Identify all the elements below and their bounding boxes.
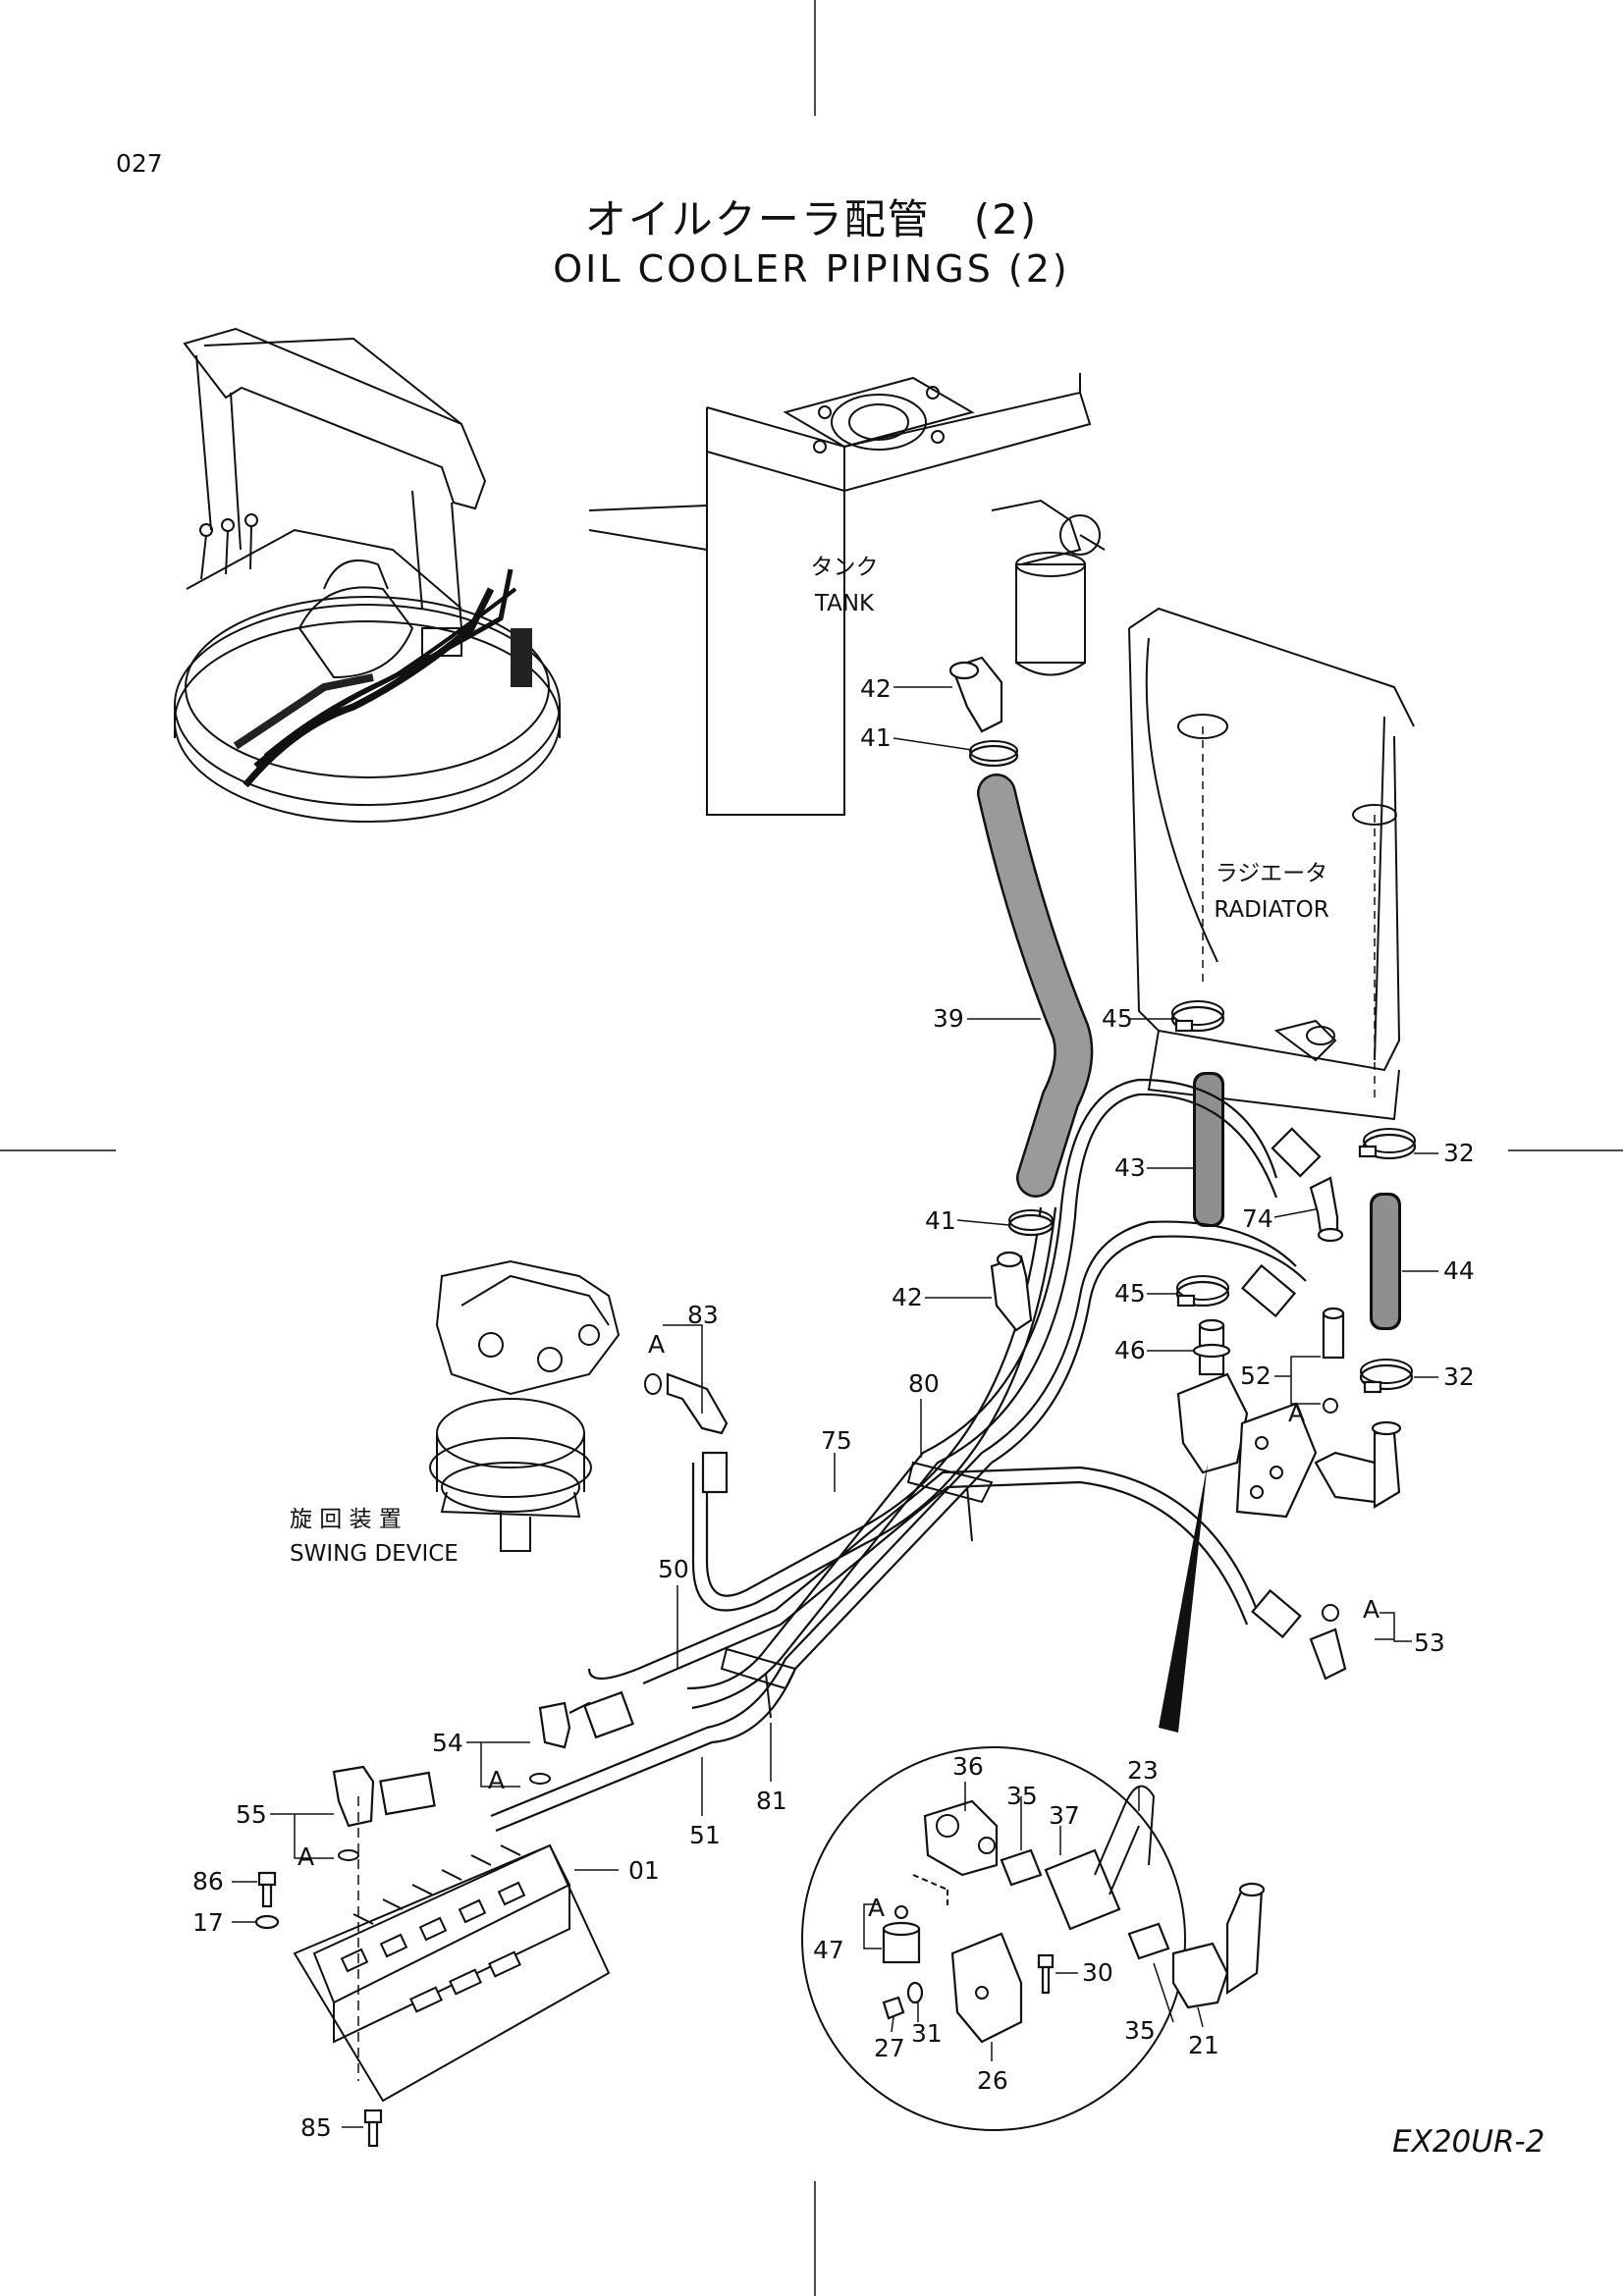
control-valve bbox=[293, 1796, 611, 2103]
radiator-label-jp: ラジエータ bbox=[1216, 861, 1328, 886]
section-marks: A A A A A A bbox=[298, 1330, 1380, 1922]
hose-43 bbox=[1193, 1072, 1224, 1227]
detail-callout-47: 47 bbox=[813, 1936, 844, 1964]
callout-52: 52 bbox=[1240, 1362, 1271, 1390]
swing-device bbox=[429, 1259, 621, 1552]
callout-54: 54 bbox=[432, 1729, 463, 1757]
callout-45-lower: 45 bbox=[1114, 1279, 1146, 1308]
callout-53: 53 bbox=[1414, 1629, 1445, 1657]
hose-39 bbox=[977, 774, 1094, 1198]
title-english: OIL COOLER PIPINGS (2) bbox=[553, 247, 1070, 291]
callout-50: 50 bbox=[658, 1555, 689, 1583]
detail-callout-21: 21 bbox=[1188, 2031, 1219, 2059]
callout-39: 39 bbox=[933, 1004, 964, 1033]
detail-callout-30: 30 bbox=[1082, 1958, 1113, 1987]
detail-callout-23: 23 bbox=[1127, 1756, 1159, 1785]
clamp-80 bbox=[906, 1461, 994, 1542]
tank-label-jp: タンク bbox=[811, 555, 879, 580]
detail-callout-27: 27 bbox=[874, 2034, 905, 2062]
callout-42-lower: 42 bbox=[892, 1283, 923, 1311]
detail-view bbox=[801, 1463, 1266, 2131]
callout-45: 45 bbox=[1102, 1004, 1133, 1033]
section-mark-a: A bbox=[1288, 1399, 1305, 1427]
section-mark-a: A bbox=[648, 1330, 665, 1359]
callout-83: 83 bbox=[687, 1301, 719, 1329]
detail-callout-35: 35 bbox=[1006, 1782, 1038, 1810]
callout-42: 42 bbox=[860, 674, 892, 703]
hydraulic-tank bbox=[588, 373, 1106, 816]
callout-32-lower: 32 bbox=[1443, 1362, 1475, 1391]
title-japanese: オイルクーラ配管 (2) bbox=[584, 195, 1039, 243]
machine-overview bbox=[174, 327, 561, 823]
section-mark-a: A bbox=[1363, 1595, 1380, 1624]
model-code: EX20UR-2 bbox=[1392, 2124, 1545, 2160]
radiator bbox=[1128, 607, 1415, 1121]
detail-callout-31: 31 bbox=[911, 2019, 943, 2048]
clamp-81 bbox=[720, 1647, 797, 1719]
callout-86: 86 bbox=[192, 1867, 224, 1896]
detail-callout-36: 36 bbox=[952, 1752, 984, 1781]
callout-32: 32 bbox=[1443, 1139, 1475, 1167]
callout-01: 01 bbox=[628, 1856, 660, 1885]
detail-callout-35-lower: 35 bbox=[1124, 2016, 1156, 2045]
section-mark-a: A bbox=[488, 1766, 505, 1794]
callouts: 42 41 39 45 43 32 74 44 41 42 45 46 52 3… bbox=[192, 674, 1475, 2142]
swing-label-en: SWING DEVICE bbox=[290, 1541, 459, 1567]
section-mark-a: A bbox=[298, 1842, 314, 1871]
callout-51: 51 bbox=[689, 1821, 721, 1849]
callout-85: 85 bbox=[300, 2113, 332, 2142]
callout-44: 44 bbox=[1443, 1256, 1475, 1285]
callout-75: 75 bbox=[821, 1426, 852, 1455]
callout-74: 74 bbox=[1242, 1204, 1273, 1233]
callout-46: 46 bbox=[1114, 1336, 1146, 1364]
hose-44 bbox=[1370, 1193, 1401, 1330]
callout-17: 17 bbox=[192, 1908, 224, 1937]
leader-lines bbox=[232, 686, 1438, 2128]
callout-81: 81 bbox=[756, 1787, 787, 1815]
callout-80: 80 bbox=[908, 1369, 940, 1398]
detail-callout-26: 26 bbox=[977, 2066, 1008, 2095]
callout-41-lower: 41 bbox=[925, 1206, 956, 1235]
callout-43: 43 bbox=[1114, 1153, 1146, 1182]
callout-41: 41 bbox=[860, 723, 892, 752]
tank-label-en: TANK bbox=[814, 591, 875, 616]
callout-55: 55 bbox=[236, 1800, 267, 1829]
swing-label-jp: 旋 回 装 置 bbox=[290, 1507, 402, 1532]
page-number: 027 bbox=[116, 149, 163, 178]
radiator-label-en: RADIATOR bbox=[1214, 897, 1328, 923]
section-mark-a: A bbox=[868, 1894, 885, 1922]
fittings bbox=[254, 656, 1417, 2148]
detail-callout-37: 37 bbox=[1049, 1801, 1080, 1830]
